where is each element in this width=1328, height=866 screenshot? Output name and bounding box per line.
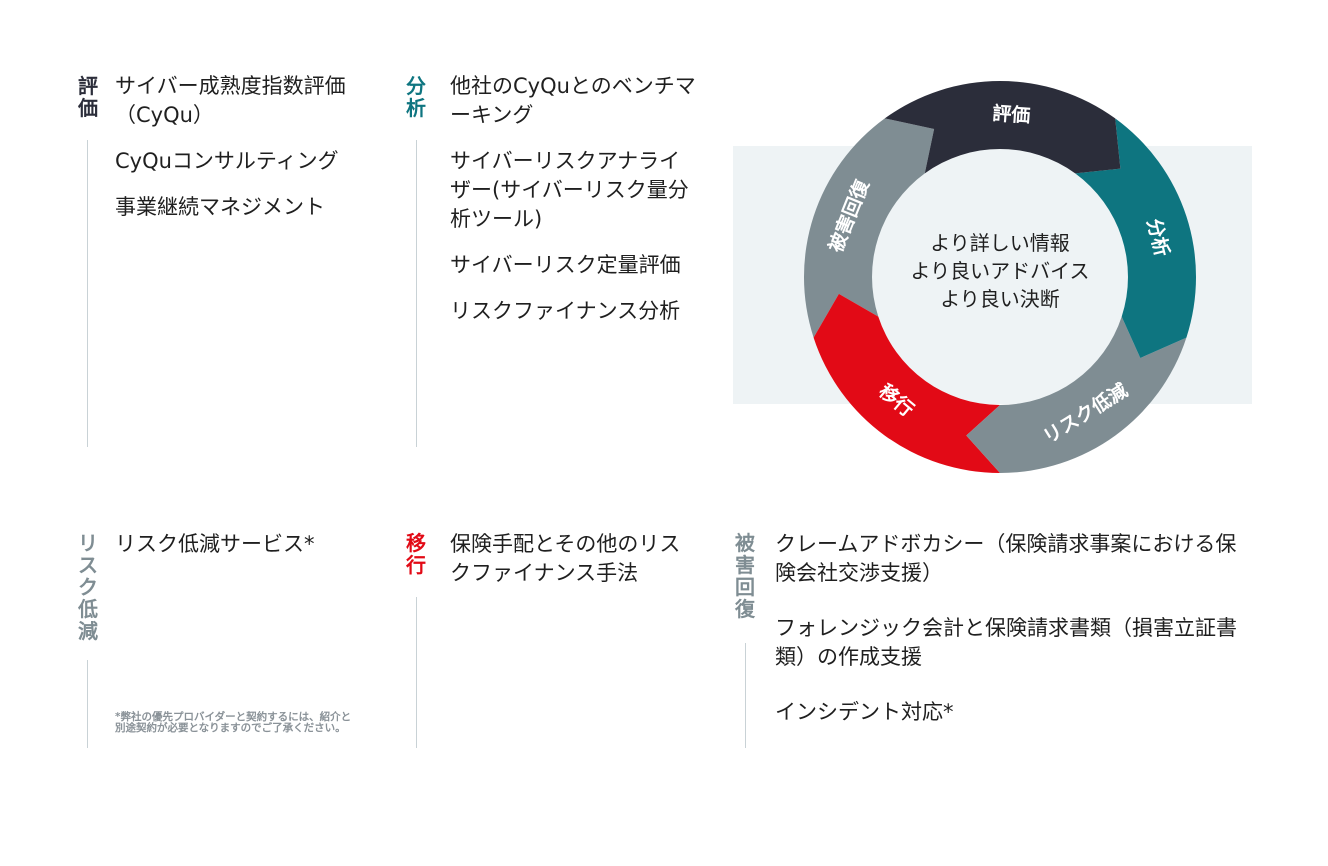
cycle-segment [813,293,1000,473]
section-label-assess: 評 価 [78,74,98,120]
center-text-line-3: より良い決断 [940,287,1060,311]
list-item: CyQuコンサルティング [115,149,339,173]
divider-analyze [416,140,417,447]
list-item: リスクファイナンス分析 [450,299,681,323]
list-item: クレームアドボカシー（保険請求事案における保険会社交渉支援） [775,532,1237,585]
divider-transfer [416,597,417,748]
recover-list: クレームアドボカシー（保険請求事案における保険会社交渉支援） フォレンジック会計… [775,530,1240,744]
mitigate-list: リスク低減サービス* [115,530,385,576]
cycle-segment [884,80,1121,174]
center-text-line-2: より良いアドバイス [911,259,1090,283]
footnote: *弊社の優先プロバイダーと契約するには、紹介と別途契約が必要となりますのでご了承… [115,711,352,734]
center-text-line-1: より詳しい情報 [930,231,1070,255]
section-label-mitigate: リ ス ク 低 減 [78,531,98,643]
list-item: フォレンジック会計と保険請求書類（損害立証書類）の作成支援 [775,616,1237,669]
list-item: 事業継続マネジメント [115,195,325,219]
list-item: サイバーリスク定量評価 [450,253,681,277]
list-item: リスク低減サービス* [115,532,315,556]
divider-recover [745,643,746,748]
list-item: 保険手配とその他のリスクファイナンス手法 [450,532,681,585]
cycle-segment-label: 評価 [992,102,1032,128]
list-item: インシデント対応* [775,700,954,724]
assess-list: サイバー成熟度指数評価（CyQu） CyQuコンサルティング 事業継続マネジメン… [115,72,385,239]
list-item: サイバー成熟度指数評価（CyQu） [115,74,346,127]
list-item: 他社のCyQuとのベンチマーキング [450,74,696,127]
divider-assess [87,140,88,447]
transfer-list: 保険手配とその他のリスクファイナンス手法 [450,530,700,605]
section-label-transfer: 移 行 [406,531,426,577]
section-label-analyze: 分 析 [406,74,426,120]
section-label-recover: 被 害 回 復 [735,531,755,621]
analyze-list: 他社のCyQuとのベンチマーキング サイバーリスクアナライザー(サイバーリスク量… [450,72,700,343]
divider-mitigate [87,660,88,748]
list-item: サイバーリスクアナライザー(サイバーリスク量分析ツール) [450,149,689,231]
cycle-segment [1075,118,1197,359]
cycle-segment [966,316,1187,473]
cycle-segment [803,118,935,338]
